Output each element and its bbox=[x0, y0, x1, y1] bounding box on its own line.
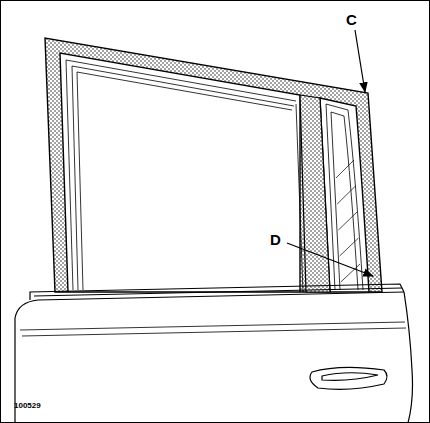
callout-letter: C bbox=[346, 12, 357, 27]
callout-letter: D bbox=[270, 232, 281, 247]
figure-number: 100529 bbox=[14, 402, 41, 410]
